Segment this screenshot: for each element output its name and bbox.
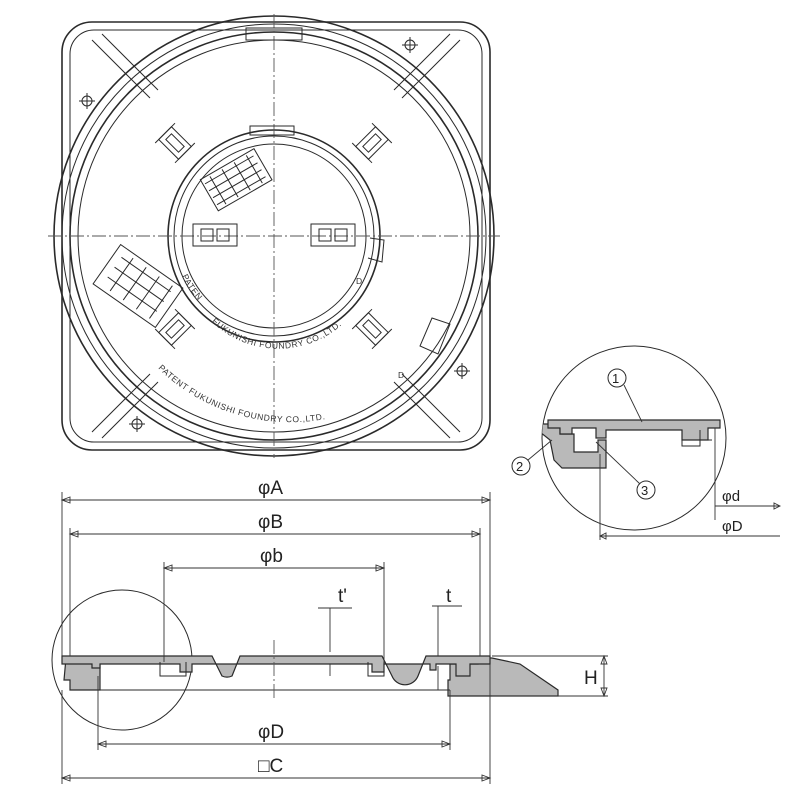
detail-cover-section: [547, 419, 721, 441]
top-tab: [245, 27, 303, 41]
bolt-hole-icon: [79, 37, 470, 432]
section-view: φA φB φb t' t H φD □C: [51, 478, 608, 784]
dim-H: H: [584, 668, 598, 689]
outer-pad: [419, 317, 451, 355]
plan-view: PATENT FUKUNISHI FOUNDRY CO.,LTD. D FUKU…: [0, 0, 500, 458]
detail-phi-D: φD: [722, 518, 743, 535]
callout-1: 1: [612, 371, 619, 386]
emboss-outer-text: PATENT FUKUNISHI FOUNDRY CO.,LTD.: [157, 362, 327, 424]
detail-circle: [541, 345, 727, 531]
detail-view: 1 2 3 φd φD: [511, 345, 782, 540]
dim-t-prime: t': [338, 586, 347, 607]
callout-2: 2: [516, 459, 523, 474]
dim-phi-D: φD: [258, 722, 284, 743]
diagonal-lugs: [154, 122, 393, 350]
emboss-inner-prefix: PATENT: [0, 0, 205, 302]
emboss-inner-text: FUKUNISHI FOUNDRY CO.,LTD.: [210, 316, 343, 351]
key-slot-icon: [192, 223, 356, 247]
dim-phi-b: φb: [260, 546, 283, 567]
detail-phi-d: φd: [722, 488, 740, 505]
inner-notch: [367, 237, 385, 263]
pattern-emboss-inner: [199, 147, 273, 212]
emboss-outer-mark: D: [398, 370, 405, 380]
dim-phi-A: φA: [258, 478, 283, 499]
callout-3: 3: [641, 483, 648, 498]
dim-t: t: [446, 586, 452, 607]
inner-top-tab: [249, 125, 295, 136]
pattern-emboss-outer: [92, 243, 184, 329]
emboss-inner-mark: D: [356, 276, 363, 286]
dim-phi-B: φB: [258, 512, 283, 533]
dim-square-C: □C: [258, 756, 283, 777]
section-cover: [61, 655, 491, 686]
corner-ribs: [91, 33, 461, 439]
